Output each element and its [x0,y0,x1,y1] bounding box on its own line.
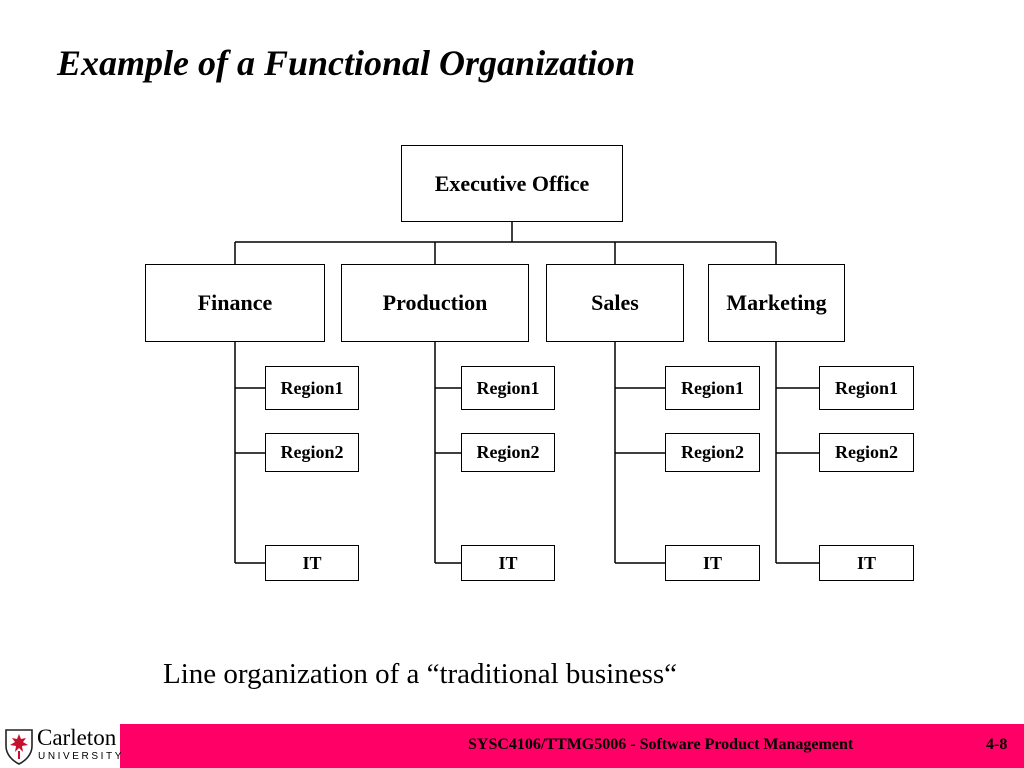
slide-title: Example of a Functional Organization [57,43,636,83]
carleton-shield-icon [5,729,33,765]
node-marketing-region2: Region2 [819,433,914,472]
node-marketing-region1: Region1 [819,366,914,410]
node-production: Production [341,264,529,342]
node-finance-region1: Region1 [265,366,359,410]
footer-bar [120,724,1024,768]
logo-subtitle: UNIVERSITY [38,751,125,762]
slide-caption: Line organization of a “traditional busi… [163,658,678,690]
node-production-region2: Region2 [461,433,555,472]
node-executive-office: Executive Office [401,145,623,222]
node-finance-region2: Region2 [265,433,359,472]
node-marketing: Marketing [708,264,845,342]
node-production-region1: Region1 [461,366,555,410]
node-finance-it: IT [265,545,359,581]
node-marketing-it: IT [819,545,914,581]
node-sales-region1: Region1 [665,366,760,410]
node-finance: Finance [145,264,325,342]
node-sales-it: IT [665,545,760,581]
node-sales-region2: Region2 [665,433,760,472]
node-sales: Sales [546,264,684,342]
footer-page-number: 4-8 [986,736,1008,753]
university-logo: Carleton UNIVERSITY [0,724,121,768]
footer-course-title: SYSC4106/TTMG5006 - Software Product Man… [468,736,854,753]
logo-wordmark: Carleton [37,725,117,750]
node-production-it: IT [461,545,555,581]
